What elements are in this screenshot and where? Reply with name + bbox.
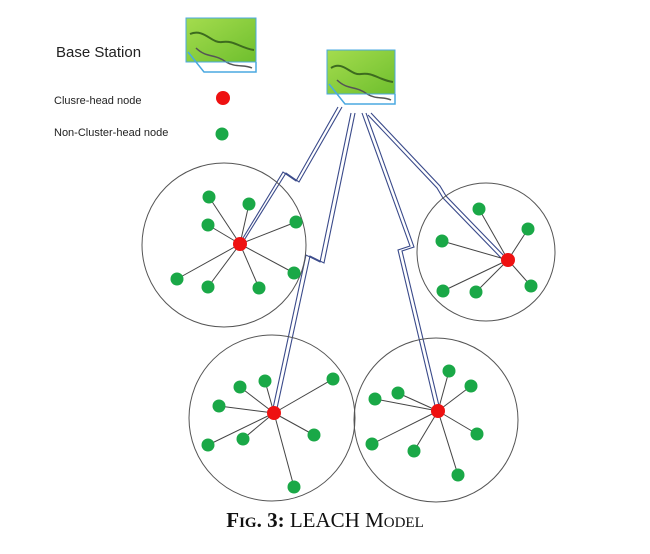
member-node [470, 427, 484, 441]
member-node [212, 399, 226, 413]
member-node [368, 392, 382, 406]
member-node [407, 444, 421, 458]
wireless-link-cluster-3 [275, 112, 356, 414]
member-node [289, 215, 303, 229]
member-node [201, 218, 215, 232]
wireless-links [239, 106, 509, 414]
wireless-link-cluster-4 [361, 112, 437, 411]
member-node [233, 380, 247, 394]
legend-non-cluster-head-label: Non-Cluster-head node [54, 127, 168, 139]
cluster-head-node [267, 406, 281, 420]
base-station-icon [326, 49, 396, 105]
member-node [287, 266, 301, 280]
wireless-link-cluster-3 [271, 112, 352, 414]
legend-cluster-head-label: Clusre-head node [54, 95, 141, 107]
cluster-head-node [233, 237, 247, 251]
legend-base-station-icon [185, 17, 257, 73]
member-node [326, 372, 340, 386]
wireless-link-cluster-2 [367, 114, 506, 263]
member-node [472, 202, 486, 216]
cluster-boundary [188, 334, 356, 502]
member-node [451, 468, 465, 482]
legend-cluster-head-dot [216, 91, 230, 105]
wireless-link-cluster-1 [242, 106, 343, 243]
cluster-1 [141, 162, 307, 328]
cluster-boundary [353, 337, 519, 503]
figure-caption: Fig. 3: LEACH Model [0, 508, 650, 533]
cluster-head-node [501, 253, 515, 267]
member-node [435, 234, 449, 248]
member-node [521, 222, 535, 236]
member-node [201, 280, 215, 294]
member-node [469, 285, 483, 299]
cluster-boundary [141, 162, 307, 328]
member-node [170, 272, 184, 286]
cluster-boundary [416, 182, 556, 322]
member-node [201, 438, 215, 452]
member-node [365, 437, 379, 451]
member-node [287, 480, 301, 494]
member-node [252, 281, 266, 295]
legend-base-station-label: Base Station [56, 44, 141, 61]
wireless-link-cluster-2 [370, 112, 509, 261]
cluster-3 [188, 334, 356, 502]
cluster-2 [416, 182, 556, 322]
figure-label: Fig. 3: [226, 508, 285, 532]
member-node [391, 386, 405, 400]
member-node [236, 432, 250, 446]
wireless-link-cluster-4 [365, 112, 441, 411]
member-node [258, 374, 272, 388]
legend-member-node-dot [215, 127, 229, 141]
member-node [242, 197, 256, 211]
cluster-4 [353, 337, 519, 503]
member-node [464, 379, 478, 393]
member-node [442, 364, 456, 378]
member-node [307, 428, 321, 442]
legend: Base Station Clusre-head node Non-Cluste… [54, 17, 257, 141]
member-node [436, 284, 450, 298]
member-node [524, 279, 538, 293]
wireless-link-cluster-1 [239, 106, 339, 244]
figure-title: LEACH Model [289, 508, 424, 532]
member-node [202, 190, 216, 204]
cluster-head-node [431, 404, 445, 418]
